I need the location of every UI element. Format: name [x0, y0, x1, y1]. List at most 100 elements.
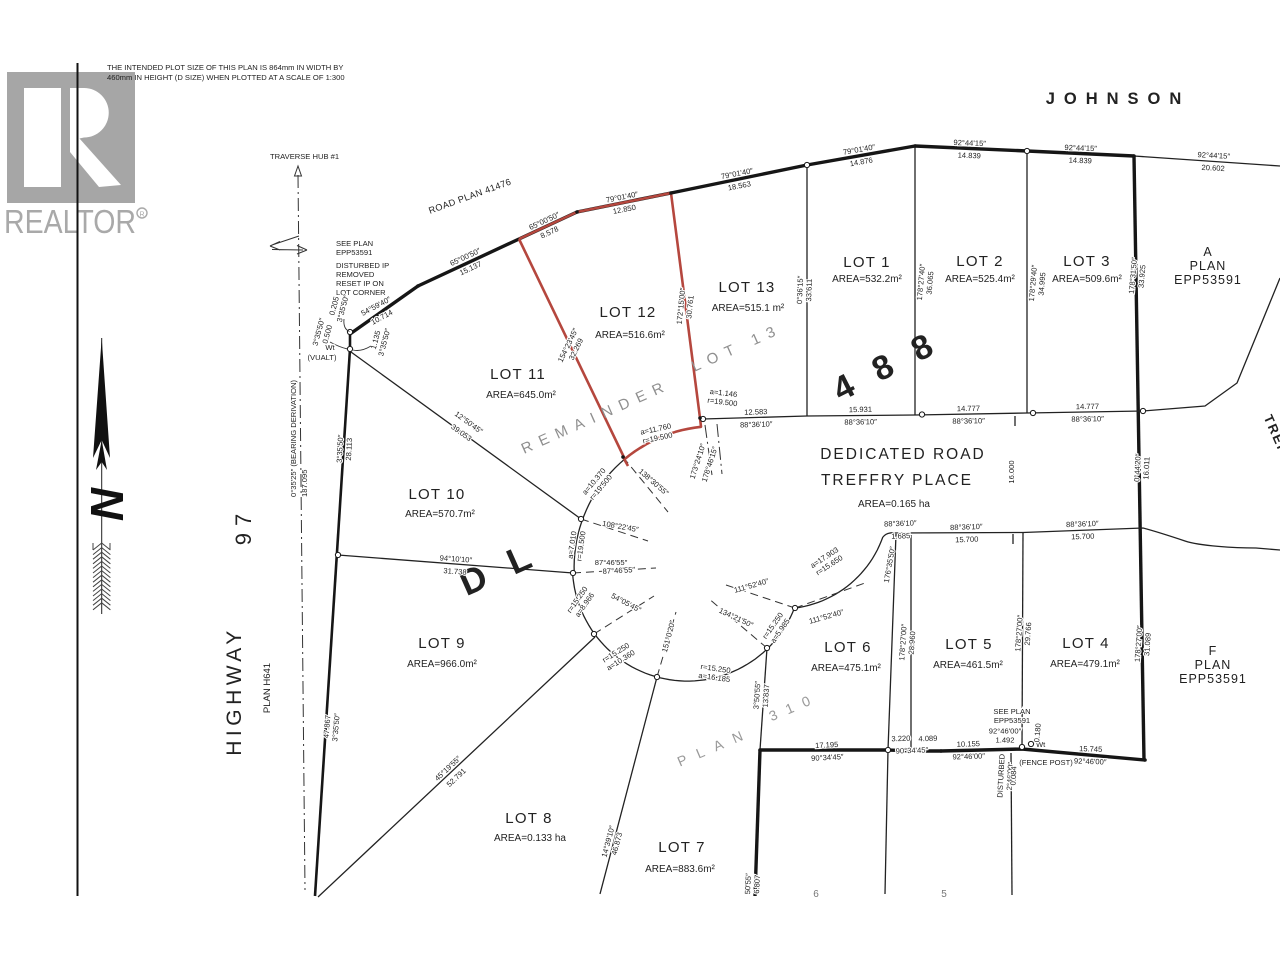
svg-text:HIGHWAY: HIGHWAY — [223, 626, 246, 756]
svg-text:178°29'40″: 178°29'40″ — [1027, 264, 1039, 302]
svg-text:88°36'10″: 88°36'10″ — [740, 419, 773, 429]
svg-text:TREFFRY PLACE: TREFFRY PLACE — [821, 472, 973, 489]
svg-text:LOT 4: LOT 4 — [1062, 635, 1109, 652]
svg-text:1.492: 1.492 — [995, 736, 1014, 745]
svg-text:1.685: 1.685 — [891, 531, 910, 541]
svg-text:87°46'55″: 87°46'55″ — [602, 565, 635, 576]
svg-text:AREA=479.1m²: AREA=479.1m² — [1050, 659, 1120, 670]
svg-text:178°27'00″: 178°27'00″ — [1133, 625, 1145, 663]
svg-text:AREA=461.5m²: AREA=461.5m² — [933, 660, 1003, 671]
svg-text:16.011: 16.011 — [1141, 457, 1151, 480]
svg-text:LOT 9: LOT 9 — [418, 635, 465, 652]
svg-text:LOT 5: LOT 5 — [945, 636, 992, 653]
svg-text:LOT 10: LOT 10 — [409, 486, 466, 503]
svg-text:THE INTENDED PLOT SIZE OF THIS: THE INTENDED PLOT SIZE OF THIS PLAN IS 8… — [107, 63, 343, 72]
svg-text:(FENCE POST): (FENCE POST) — [1019, 758, 1073, 767]
svg-text:LOT 1: LOT 1 — [843, 254, 890, 271]
svg-text:PLAN: PLAN — [1190, 259, 1227, 273]
svg-text:15.700: 15.700 — [955, 535, 979, 545]
svg-text:47.867: 47.867 — [322, 715, 333, 739]
svg-text:15.931: 15.931 — [849, 405, 872, 414]
svg-text:30.761: 30.761 — [684, 295, 695, 319]
svg-text:Wt: Wt — [1036, 740, 1046, 749]
svg-text:2°46'00″: 2°46'00″ — [1005, 762, 1015, 791]
svg-text:TRAVERSE HUB #1: TRAVERSE HUB #1 — [270, 152, 339, 161]
svg-text:3.220: 3.220 — [891, 734, 910, 744]
svg-text:F: F — [1209, 644, 1218, 658]
svg-text:EPP53591: EPP53591 — [1174, 273, 1242, 287]
svg-text:29.766: 29.766 — [1023, 622, 1034, 646]
svg-text:(VUALT): (VUALT) — [308, 353, 337, 362]
svg-text:N: N — [81, 486, 133, 520]
svg-text:14.839: 14.839 — [957, 151, 981, 161]
svg-text:0°36'15″: 0°36'15″ — [795, 275, 805, 304]
svg-text:PLAN H641: PLAN H641 — [262, 663, 273, 713]
svg-text:0.084: 0.084 — [1009, 766, 1019, 785]
svg-text:10.155: 10.155 — [957, 739, 981, 749]
svg-text:LOT 2: LOT 2 — [956, 253, 1003, 270]
svg-text:92°44'15″: 92°44'15″ — [953, 138, 986, 148]
svg-text:AREA=515.1 m²: AREA=515.1 m² — [712, 303, 785, 314]
svg-text:AREA=475.1m²: AREA=475.1m² — [811, 663, 881, 674]
svg-text:JOHNSON: JOHNSON — [1046, 90, 1191, 108]
svg-text:33.611: 33.611 — [804, 279, 814, 302]
svg-text:3°35'50″: 3°35'50″ — [335, 434, 345, 463]
svg-text:33.925: 33.925 — [1136, 264, 1147, 288]
svg-text:EPP53591: EPP53591 — [994, 716, 1030, 725]
svg-text:36.065: 36.065 — [924, 271, 935, 295]
svg-text:92°44'15″: 92°44'15″ — [1064, 143, 1097, 153]
svg-text:0.180: 0.180 — [1032, 723, 1043, 743]
svg-text:31.089: 31.089 — [1142, 632, 1153, 656]
svg-text:15.745: 15.745 — [1079, 744, 1103, 754]
svg-text:90°34'45″: 90°34'45″ — [811, 752, 844, 763]
svg-text:PLAN: PLAN — [1195, 658, 1232, 672]
svg-text:AREA=0.133 ha: AREA=0.133 ha — [494, 833, 566, 844]
svg-text:28.960: 28.960 — [907, 631, 918, 655]
svg-text:REMOVED: REMOVED — [336, 270, 375, 279]
svg-text:DISTURBED: DISTURBED — [995, 753, 1006, 798]
svg-text:SEE PLAN: SEE PLAN — [993, 707, 1030, 716]
svg-text:SEE PLAN: SEE PLAN — [336, 239, 373, 248]
svg-text:178°27'00″: 178°27'00″ — [897, 623, 909, 661]
svg-text:R: R — [139, 212, 144, 219]
svg-text:LOT 12: LOT 12 — [600, 304, 657, 321]
svg-text:A: A — [1203, 245, 1212, 259]
svg-text:178°31'50″: 178°31'50″ — [1127, 257, 1139, 295]
svg-text:88°36'10″: 88°36'10″ — [844, 417, 877, 427]
svg-text:LOT 6: LOT 6 — [824, 639, 871, 656]
svg-text:20.602: 20.602 — [1201, 163, 1225, 173]
svg-text:LOT CORNER: LOT CORNER — [336, 288, 386, 297]
svg-text:50'55″: 50'55″ — [743, 873, 753, 895]
svg-text:LOT 3: LOT 3 — [1063, 253, 1110, 270]
svg-text:EPP53591: EPP53591 — [336, 248, 372, 257]
svg-text:31.738: 31.738 — [443, 566, 467, 577]
svg-text:AREA=966.0m²: AREA=966.0m² — [407, 659, 477, 670]
svg-text:28.113: 28.113 — [344, 438, 354, 461]
svg-text:AREA=570.7m²: AREA=570.7m² — [405, 509, 475, 520]
svg-text:LOT 11: LOT 11 — [490, 366, 546, 383]
svg-text:LOT 8: LOT 8 — [505, 810, 552, 827]
svg-text:34.995: 34.995 — [1036, 272, 1047, 296]
svg-text:AREA=532.2m²: AREA=532.2m² — [832, 274, 902, 285]
svg-text:87°46'55″: 87°46'55″ — [595, 558, 628, 567]
svg-text:88°36'10″: 88°36'10″ — [1071, 414, 1104, 424]
svg-text:AREA=883.6m²: AREA=883.6m² — [645, 864, 715, 875]
svg-text:LOT 13: LOT 13 — [719, 279, 776, 296]
svg-text:0°35'25″ (BEARING DERIVATION): 0°35'25″ (BEARING DERIVATION) — [289, 379, 298, 497]
svg-text:90°34'45″: 90°34'45″ — [896, 745, 929, 755]
svg-text:178°27'40″: 178°27'40″ — [915, 263, 927, 301]
svg-text:178°27'00″: 178°27'00″ — [1013, 614, 1025, 652]
svg-text:Wt: Wt — [325, 343, 335, 352]
svg-text:16.000: 16.000 — [1007, 460, 1016, 483]
svg-text:AREA=645.0m²: AREA=645.0m² — [486, 390, 556, 401]
svg-text:92°46'00″: 92°46'00″ — [1074, 756, 1107, 766]
svg-text:92°46'00″: 92°46'00″ — [989, 727, 1022, 736]
svg-text:15.700: 15.700 — [1071, 532, 1095, 542]
svg-text:88°36'10″: 88°36'10″ — [950, 522, 983, 532]
svg-text:460mm IN HEIGHT (D SIZE) WHEN: 460mm IN HEIGHT (D SIZE) WHEN PLOTTED AT… — [107, 73, 345, 82]
svg-text:LOT 7: LOT 7 — [658, 839, 705, 856]
svg-text:92°46'00″: 92°46'00″ — [952, 751, 985, 761]
svg-text:REALTOR: REALTOR — [4, 203, 136, 240]
svg-text:DEDICATED ROAD: DEDICATED ROAD — [820, 446, 986, 463]
svg-text:DISTURBED IP: DISTURBED IP — [336, 261, 389, 270]
